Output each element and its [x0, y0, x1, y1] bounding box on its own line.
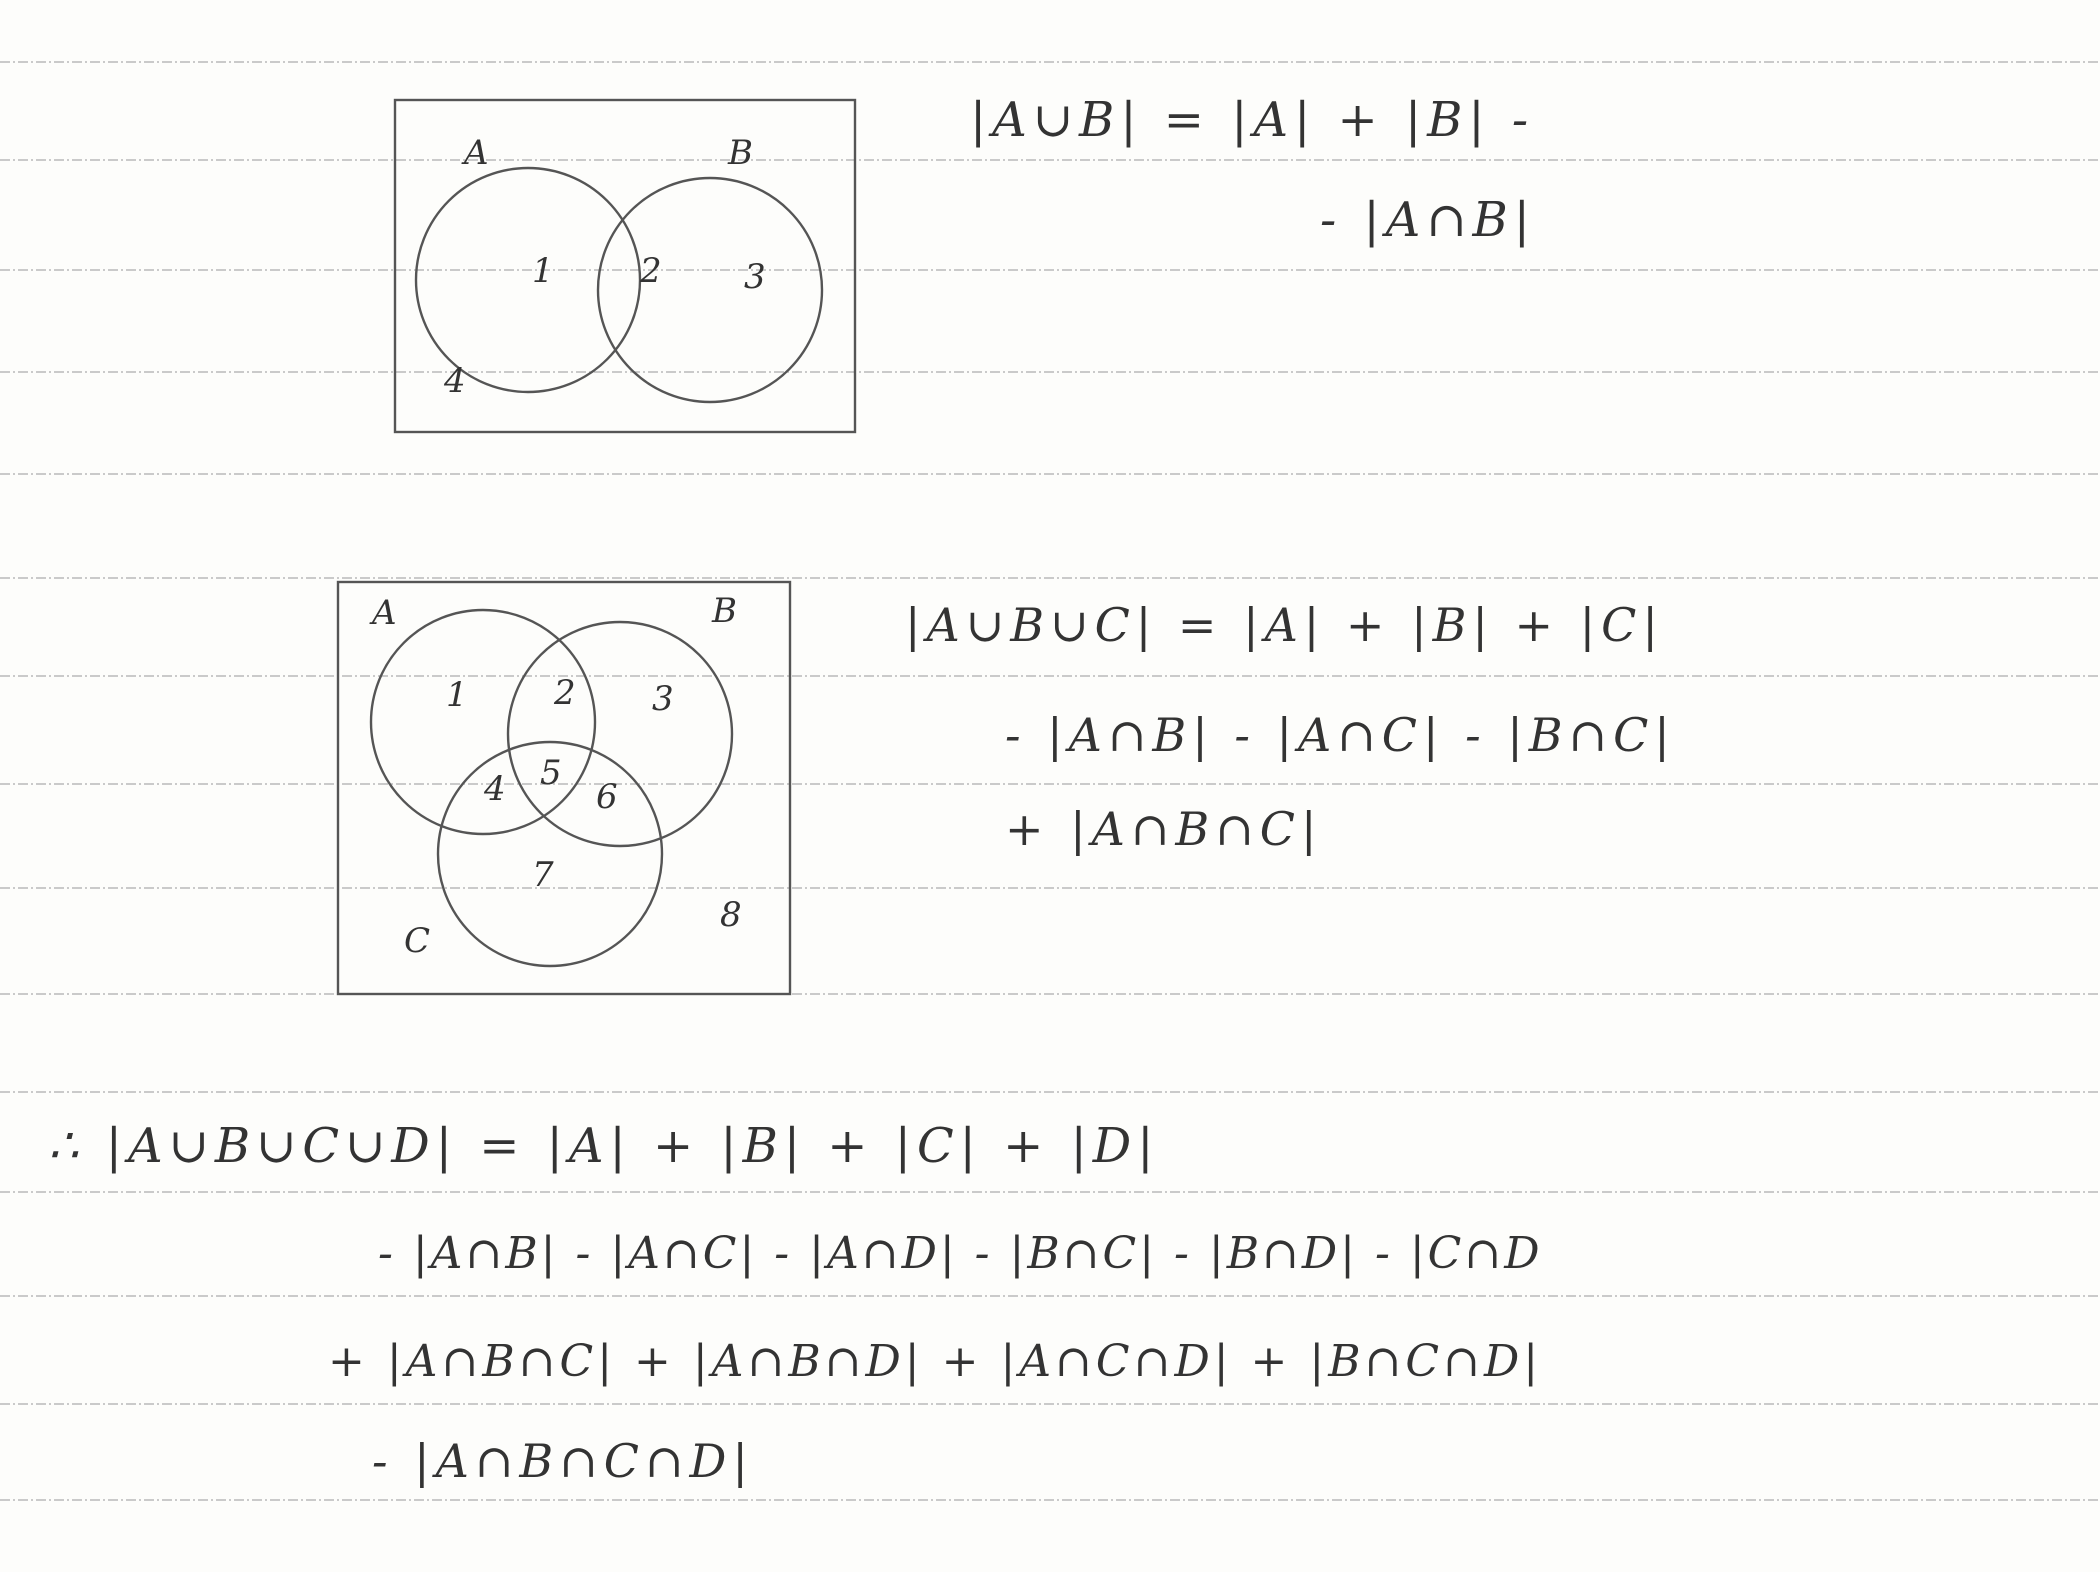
set-a-circle: [414, 166, 642, 394]
region-label: 3: [652, 679, 674, 719]
region-label: 2: [553, 673, 576, 713]
two-set-formula-line-1: |A∪B| = |A| + |B| -: [970, 92, 1535, 148]
universe-box: [336, 580, 792, 996]
region-label: 4: [443, 361, 466, 401]
set-c-circle: [436, 740, 664, 968]
two-set-formula-line-2: - |A∩B|: [1320, 192, 1536, 248]
region-label: 1: [532, 251, 554, 291]
venn-diagram-two-sets: [393, 98, 857, 434]
set-b-circle: [506, 620, 734, 848]
region-label: 2: [639, 251, 662, 291]
set-b-circle: [596, 176, 824, 404]
four-set-formula-line-2: - |A∩B| - |A∩C| - |A∩D| - |B∩C| - |B∩D| …: [378, 1228, 1543, 1279]
four-set-formula-line-3: + |A∩B∩C| + |A∩B∩D| + |A∩C∩D| + |B∩C∩D|: [328, 1336, 1543, 1387]
set-c-label: C: [404, 921, 430, 961]
region-label: 5: [540, 753, 562, 793]
ruled-lines: [0, 61, 2100, 1501]
four-set-formula-line-4: - |A∩B∩C∩D|: [372, 1434, 754, 1488]
set-b-label: B: [711, 591, 737, 631]
three-set-formula-line-2: - |A∩B| - |A∩C| - |B∩C|: [1005, 708, 1676, 762]
region-label: 4: [483, 769, 506, 809]
four-set-formula-line-1: ∴ |A∪B∪C∪D| = |A| + |B| + |C| + |D|: [48, 1118, 1160, 1174]
region-label: 3: [744, 257, 766, 297]
region-label: 1: [446, 675, 468, 715]
three-set-formula-line-1: |A∪B∪C| = |A| + |B| + |C|: [905, 598, 1664, 652]
region-label: 6: [596, 777, 618, 817]
three-set-formula-line-3: + |A∩B∩C|: [1005, 802, 1323, 856]
universe-box: [393, 98, 857, 434]
set-a-label: A: [461, 133, 489, 173]
set-a-circle: [369, 608, 597, 836]
set-a-label: A: [369, 593, 397, 633]
venn-diagram-three-sets: [336, 580, 792, 996]
region-label: 8: [720, 895, 742, 935]
region-label: 7: [532, 855, 554, 895]
set-b-label: B: [727, 133, 753, 173]
